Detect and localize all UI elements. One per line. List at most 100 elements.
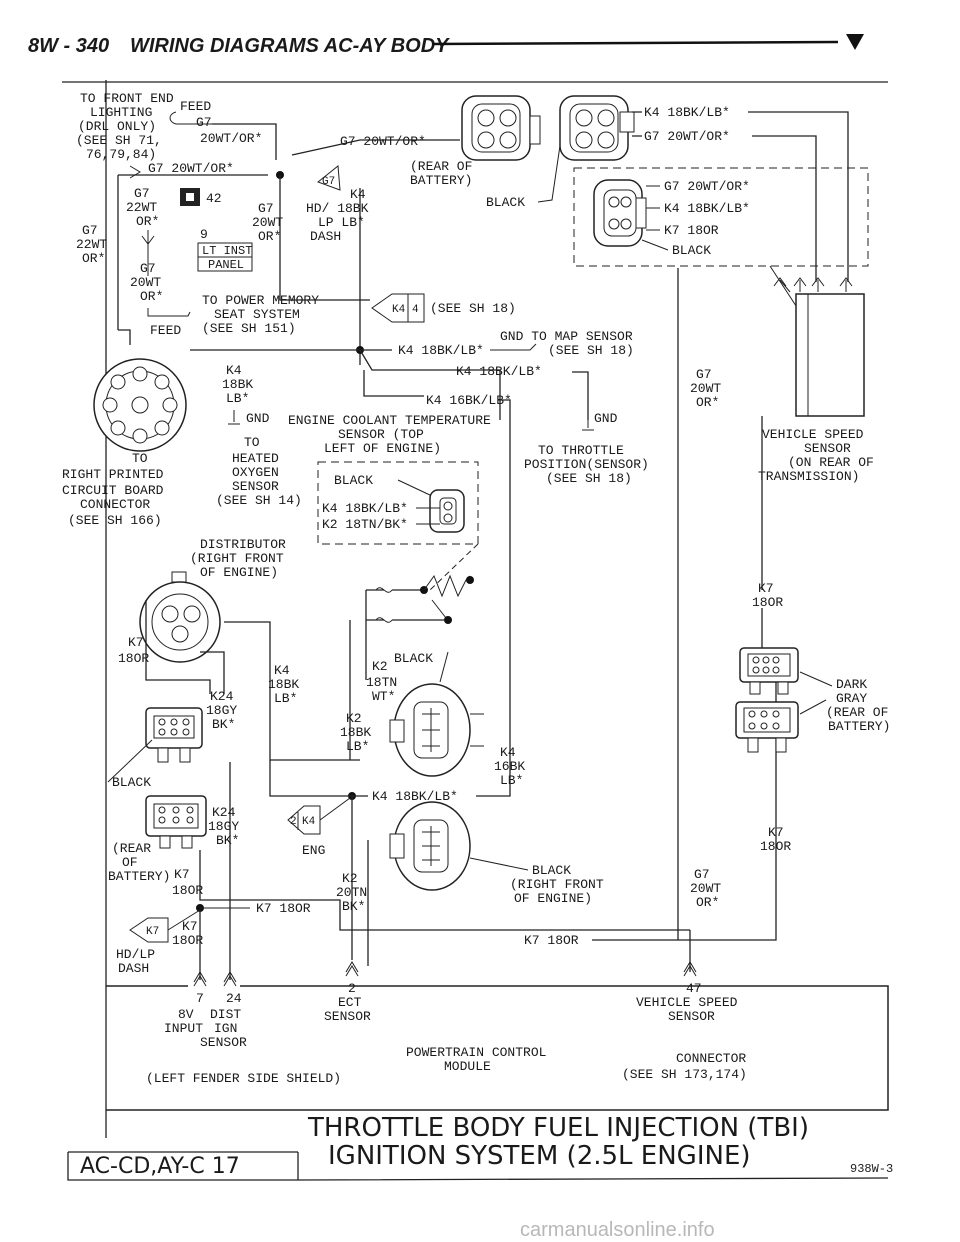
k4-dist: LB*	[274, 691, 297, 706]
k4-tag: K4	[392, 304, 406, 316]
g7-color-label: 20WT/OR*	[200, 131, 262, 146]
k4-splice-label: K4	[226, 363, 242, 378]
page-header: 8W - 340 WIRING DIAGRAMS AC-AY BODY	[28, 34, 864, 57]
dark-gray: (REAR OF	[826, 705, 888, 720]
power-memory-label: (SEE SH 151)	[202, 321, 296, 336]
fuse-number: 42	[206, 191, 222, 206]
o2-label: (SEE SH 14)	[216, 493, 302, 508]
g7-left-label: OR*	[140, 289, 163, 304]
header-arrow-icon	[846, 34, 864, 50]
rpcb-label: CIRCUIT BOARD	[62, 483, 164, 498]
power-memory-label: TO POWER MEMORY	[202, 293, 319, 308]
left-connector-lower	[145, 762, 690, 980]
pcm-label: MODULE	[444, 1059, 491, 1074]
k7-right: K7	[758, 581, 774, 596]
g7-right-label: G7 20WT/OR*	[644, 129, 730, 144]
g7-bottom: OR*	[696, 895, 719, 910]
vss-label: (ON REAR OF	[788, 455, 874, 470]
middle-k2-group: BLACK K2 18TN WT* K2 18BK LB* K4 16BK LB…	[340, 574, 525, 788]
black-rf: BLACK	[532, 863, 571, 878]
pcm-module-box	[106, 961, 889, 1111]
pin-vss: VEHICLE SPEED	[636, 995, 738, 1010]
pin-dist: SENSOR	[200, 1035, 247, 1050]
k2-a: K2	[372, 659, 388, 674]
k7-right2: 18OR	[760, 839, 791, 854]
k4-right-label: K4 18BK/LB*	[644, 105, 730, 120]
left-connector-upper	[145, 707, 203, 763]
tps-label: POSITION(SENSOR)	[524, 457, 649, 472]
k2-a: WT*	[372, 689, 395, 704]
k4-tag-num: 4	[412, 304, 419, 316]
distributor-group: DISTRIBUTOR (RIGHT FRONT OF ENGINE) K7 1…	[118, 537, 360, 761]
k7-tag: K7	[146, 926, 159, 938]
k24-a: K24	[210, 689, 234, 704]
g7-left-label: OR*	[136, 214, 159, 229]
dark-gray: BATTERY)	[828, 719, 890, 734]
vss-conn: (SEE SH 173,174)	[622, 1067, 747, 1082]
black-mid: BLACK	[394, 651, 433, 666]
k4-tag-row: K4 4 (SEE SH 18) GND TO MAP SENSOR (SEE …	[190, 293, 634, 760]
top-middle-wiring: G7 20WT/OR* G7 K4 HD/ 18BK LP LB* DASH (…	[276, 131, 563, 365]
pcm-labels: 7 8V INPUT 24 DIST IGN SENSOR 2 ECT SENS…	[146, 981, 747, 1086]
top-connector-right	[559, 95, 635, 161]
pin-dist: DIST	[210, 1007, 241, 1022]
ecs-black-label: BLACK	[334, 473, 373, 488]
map-sensor-label: (SEE SH 18)	[548, 343, 634, 358]
rpcb-label-group: TO RIGHT PRINTED CIRCUIT BOARD CONNECTOR…	[62, 413, 491, 528]
right-bottom-labels: DARK GRAY (REAR OF BATTERY) K7 18OR G7 2…	[689, 671, 890, 972]
panel-label: PANEL	[208, 258, 244, 272]
label-line: LIGHTING	[90, 105, 152, 120]
k4-splice-label: 18BK	[222, 377, 253, 392]
pin-ect: ECT	[338, 995, 362, 1010]
pin-dist: IGN	[214, 1021, 237, 1036]
k4-bottom-splice: K4 18BK/LB* 2 K4 ENG	[269, 760, 511, 960]
vss-sensor-box	[795, 293, 865, 417]
g7-label: G7	[196, 115, 212, 130]
map-sensor-label: GND TO MAP SENSOR	[500, 329, 633, 344]
page-reference: AC-CD,AY-C 17	[80, 1154, 240, 1179]
label-line: TO FRONT END	[80, 91, 174, 106]
dashed-connector-group: G7 20WT/OR* K4 18BK/LB* K7 18OR BLACK	[573, 167, 869, 417]
k24-b: BK*	[216, 833, 239, 848]
k4-16bk-b: K4	[500, 745, 516, 760]
g7-mid-label: G7	[258, 201, 274, 216]
ecs-label: ENGINE COOLANT TEMPERATURE	[288, 413, 491, 428]
pin-2: 2	[348, 981, 356, 996]
pin-8v: 8V	[178, 1007, 194, 1022]
k4-main-label: K4 18BK/LB*	[398, 343, 484, 358]
title-line-2: IGNITION SYSTEM (2.5L ENGINE)	[328, 1141, 751, 1171]
k2-b: 18BK	[340, 725, 371, 740]
ecs-k2-label: K2 18TN/BK*	[322, 517, 408, 532]
round-connector-top-left	[93, 358, 187, 452]
o2-label: OXYGEN	[232, 465, 279, 480]
g7-splice-label: G7 20WT/OR*	[148, 161, 234, 176]
black-left: BLACK	[112, 775, 151, 790]
g7-left-label: 22WT	[76, 237, 107, 252]
pin-7: 7	[196, 991, 204, 1006]
label-line: (SEE SH 71,	[76, 133, 162, 148]
front-end-lighting-group: TO FRONT END LIGHTING (DRL ONLY) (SEE SH…	[76, 91, 319, 345]
g7-pin-label: 9	[200, 227, 208, 242]
k4-tag2-num: 2	[290, 816, 297, 828]
lt-inst-label: LT INST	[202, 244, 252, 258]
pcm-label: POWERTRAIN CONTROL	[406, 1045, 546, 1060]
shield-label: (LEFT FENDER SIDE SHIELD)	[146, 1071, 341, 1086]
k7-dist: 18OR	[118, 651, 149, 666]
rear-battery-label: BATTERY)	[410, 173, 472, 188]
dash-g7-label: G7 20WT/OR*	[664, 179, 750, 194]
k4-splice-label: LB*	[226, 391, 249, 406]
pin-ect: SENSOR	[324, 1009, 371, 1024]
o2-label: HEATED	[232, 451, 279, 466]
gnd-left: GND	[246, 411, 270, 426]
k4-16bk-b: LB*	[500, 773, 523, 788]
vss-label: VEHICLE SPEED	[762, 427, 864, 442]
rear-battery-label: (REAR OF	[410, 159, 472, 174]
g7-mid-label: 20WT	[252, 215, 283, 230]
vss-label: SENSOR	[804, 441, 851, 456]
dash-k4-label: K4 18BK/LB*	[664, 201, 750, 216]
k7-right2: K7	[768, 825, 784, 840]
section-title: WIRING DIAGRAMS AC-AY BODY	[130, 35, 450, 57]
g7-left-label: 22WT	[126, 200, 157, 215]
figure-code: 938W-3	[850, 1162, 893, 1176]
g7-bottom: 20WT	[690, 881, 721, 896]
